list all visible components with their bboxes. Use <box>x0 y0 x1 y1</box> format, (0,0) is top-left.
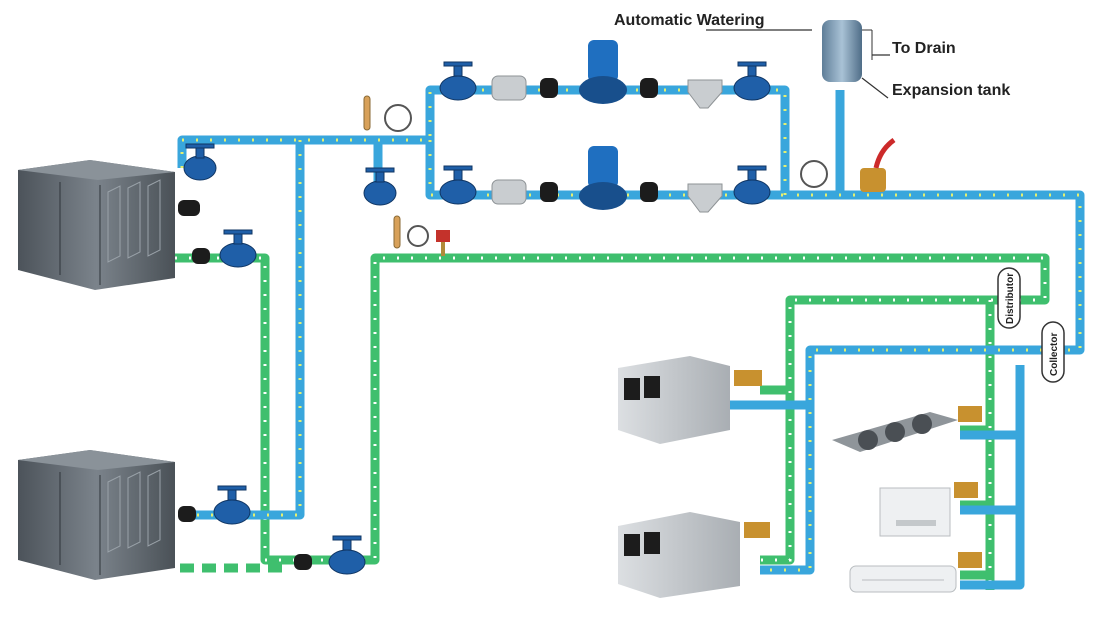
wall-mounted-fan-coil <box>849 552 982 593</box>
globe-valve-icon <box>363 167 397 206</box>
valves <box>183 61 771 575</box>
flow-switch <box>436 230 450 256</box>
flex-connector-icon <box>178 200 200 216</box>
globe-valve-icon <box>439 165 477 205</box>
globe-valve-icon <box>328 535 366 575</box>
automatic-watering-label: Automatic Watering <box>614 12 765 29</box>
flex-connector-icon <box>640 78 658 98</box>
ball-valve-icon <box>860 168 886 192</box>
check-valve-icon <box>491 179 527 205</box>
pump-icon <box>588 146 618 188</box>
return-pipe-fcu <box>960 425 990 580</box>
collector: Collector <box>1041 321 1065 383</box>
flex-connector-icon <box>294 554 312 570</box>
ball-valve <box>860 137 896 192</box>
pump-icon <box>588 40 618 82</box>
collector-label: Collector <box>1049 333 1060 376</box>
expansion-tank-icon <box>822 20 862 82</box>
flexible-connectors <box>178 78 658 570</box>
supply-pipe-collector <box>960 365 1025 590</box>
pressure-gauge-icon <box>384 104 412 132</box>
thermometers <box>363 95 401 249</box>
supply-pipe-drop-chiller2 <box>180 140 305 520</box>
expansion-tank <box>822 20 873 82</box>
globe-valve-icon <box>439 61 477 101</box>
pressure-gauge-icon <box>407 225 429 247</box>
air-handling-unit-2 <box>618 512 770 598</box>
globe-valve-icon <box>733 61 771 101</box>
air-handling-unit-1 <box>618 356 762 444</box>
globe-valve-icon <box>219 229 257 268</box>
to-drain-label: To Drain <box>892 40 956 57</box>
air-cooled-chiller-2 <box>18 450 175 580</box>
globe-valve-icon <box>733 165 771 205</box>
flex-connector-icon <box>540 78 558 98</box>
distributor-label: Distributor <box>1005 273 1016 324</box>
check-valves-strainers <box>491 75 723 213</box>
distributor: Distributor <box>997 267 1021 329</box>
leader-lines <box>706 29 890 99</box>
thermometer-icon <box>393 215 401 249</box>
strainer-icon <box>687 183 723 213</box>
globe-valve-icon <box>183 143 217 181</box>
strainer-icon <box>687 79 723 109</box>
pump-2 <box>579 146 627 210</box>
pump-1 <box>579 40 627 104</box>
flex-connector-icon <box>540 182 558 202</box>
pressure-gauge-icon <box>800 160 828 188</box>
return-pipes <box>175 253 1050 590</box>
gauges <box>384 104 828 247</box>
flex-connector-icon <box>178 506 196 522</box>
supply-pipe-pump2 <box>425 140 785 200</box>
ducted-fan-coil <box>832 406 982 452</box>
air-cooled-chiller-1 <box>18 160 175 290</box>
return-pipe-chiller1 <box>175 253 1050 565</box>
thermometer-icon <box>363 95 371 131</box>
globe-valve-icon <box>213 485 251 525</box>
flow-switch-icon <box>436 230 450 242</box>
cabinet-fan-coil <box>879 482 978 537</box>
check-valve-icon <box>491 75 527 101</box>
supply-pipe-dots <box>180 88 1082 572</box>
flex-connector-icon <box>192 248 210 264</box>
flex-connector-icon <box>640 182 658 202</box>
expansion-tank-label: Expansion tank <box>892 82 1010 99</box>
